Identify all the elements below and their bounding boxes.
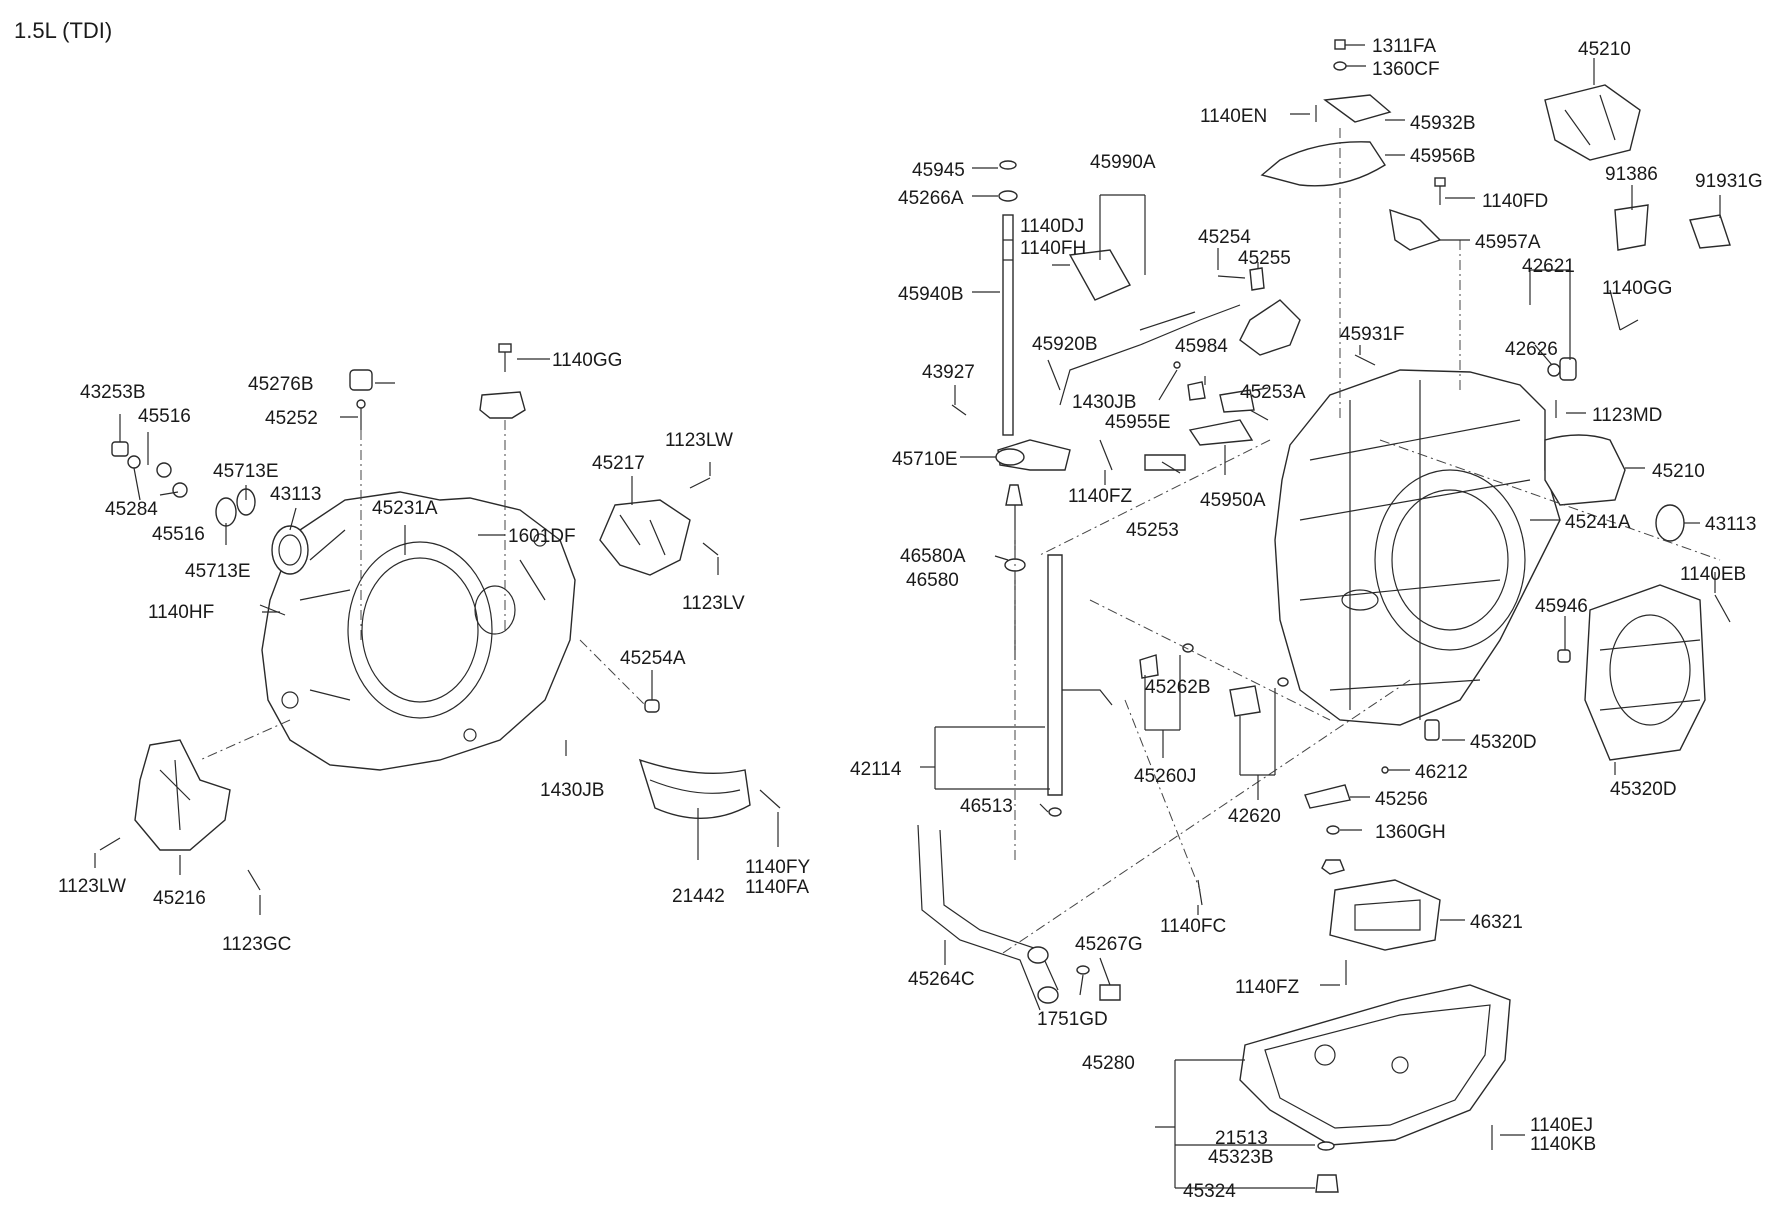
part-label: 45231A xyxy=(372,498,438,519)
part-label: 45984 xyxy=(1175,336,1228,357)
part-label: 21513 xyxy=(1215,1128,1268,1149)
part-label: 1123LW xyxy=(58,876,126,897)
part-label: 1140EB xyxy=(1680,564,1746,585)
part-label: 43113 xyxy=(1705,514,1756,535)
part-label: 43927 xyxy=(922,362,975,383)
part-label: 45940B xyxy=(898,284,964,305)
part-label: 42114 xyxy=(850,759,902,780)
part-label: 1123LV xyxy=(682,593,745,614)
part-label: 1140EJ xyxy=(1530,1115,1593,1136)
part-label: 1360CF xyxy=(1372,59,1440,80)
part-label: 45713E xyxy=(213,461,279,482)
part-label: 45253A xyxy=(1240,382,1306,403)
part-label: 45324 xyxy=(1183,1181,1236,1202)
part-label: 1311FA xyxy=(1372,36,1436,57)
part-label: 45252 xyxy=(265,408,318,429)
part-label: 45264C xyxy=(908,969,975,990)
part-label: 1140FC xyxy=(1160,916,1226,937)
transaxle-case-45231A xyxy=(261,491,576,771)
left-assembly xyxy=(99,343,781,891)
part-label: 46212 xyxy=(1415,762,1468,783)
part-label: 42620 xyxy=(1228,806,1281,827)
part-label: 1140DJ xyxy=(1020,216,1084,237)
part-label: 45957A xyxy=(1475,232,1541,253)
part-label: 45267G xyxy=(1075,934,1143,955)
part-labels: 43253B 45516 45284 45516 45276B 45252 11… xyxy=(58,36,1763,1202)
part-label: 45956B xyxy=(1410,146,1476,167)
part-label: 42621 xyxy=(1522,256,1575,277)
part-label: 45950A xyxy=(1200,490,1266,511)
part-label: 45262B xyxy=(1145,677,1211,698)
part-label: 1123GC xyxy=(222,934,291,955)
part-label: 42626 xyxy=(1505,339,1558,360)
part-label: 45266A xyxy=(898,188,964,209)
part-label: 1360GH xyxy=(1375,822,1446,843)
part-label: 45254 xyxy=(1198,227,1251,248)
part-label: 45241A xyxy=(1565,512,1631,533)
part-label: 1140GG xyxy=(552,350,622,371)
part-label: 91931G xyxy=(1695,171,1763,192)
part-label: 1430JB xyxy=(1072,392,1136,413)
part-label: 45320D xyxy=(1610,779,1677,800)
part-label: 45320D xyxy=(1470,732,1537,753)
part-label: 1140FY xyxy=(745,857,810,878)
part-label: 45256 xyxy=(1375,789,1428,810)
part-label: 45946 xyxy=(1535,596,1588,617)
part-label: 1123MD xyxy=(1592,405,1662,426)
part-label: 45217 xyxy=(592,453,645,474)
part-label: 45216 xyxy=(153,888,206,909)
part-label: 45276B xyxy=(248,374,314,395)
part-label: 1140EN xyxy=(1200,106,1267,127)
part-label: 45990A xyxy=(1090,152,1156,173)
part-label: 46321 xyxy=(1470,912,1523,933)
part-label: 1140FD xyxy=(1482,191,1548,212)
part-label: 45210 xyxy=(1578,39,1631,60)
oil-filter-46321 xyxy=(1329,879,1441,951)
part-label: 45710E xyxy=(892,449,958,470)
part-label: 45516 xyxy=(152,524,205,545)
part-label: 1140FH xyxy=(1020,238,1086,259)
part-label: 1140HF xyxy=(148,602,214,623)
part-label: 45280 xyxy=(1082,1053,1135,1074)
part-label: 45516 xyxy=(138,406,191,427)
part-label: 43113 xyxy=(270,484,321,505)
side-cover-45320D xyxy=(1584,584,1706,761)
part-label: 45713E xyxy=(185,561,251,582)
part-label: 91386 xyxy=(1605,164,1658,185)
part-label: 1430JB xyxy=(540,780,604,801)
part-label: 45284 xyxy=(105,499,158,520)
part-label: 46513 xyxy=(960,796,1013,817)
part-label: 45210 xyxy=(1652,461,1705,482)
part-label: 1140GG xyxy=(1602,278,1672,299)
part-label: 45323B xyxy=(1208,1147,1274,1168)
part-label: 45255 xyxy=(1238,248,1291,269)
part-label: 1140FZ xyxy=(1235,977,1299,998)
part-label: 45932B xyxy=(1410,113,1476,134)
part-label: 45260J xyxy=(1134,766,1196,787)
part-label: 1140KB xyxy=(1530,1134,1596,1155)
part-label: 45253 xyxy=(1126,520,1179,541)
right-assembly xyxy=(917,39,1731,1193)
oil-pan-45280 xyxy=(1239,984,1511,1146)
part-label: 46580A xyxy=(900,546,966,567)
diagram-title: 1.5L (TDI) xyxy=(14,18,112,43)
part-label: 45955E xyxy=(1105,412,1171,433)
leader-lines xyxy=(94,44,1721,1189)
part-label: 45254A xyxy=(620,648,686,669)
part-label: 43253B xyxy=(80,382,146,403)
part-label: 46580 xyxy=(906,570,959,591)
part-label: 1140FZ xyxy=(1068,486,1132,507)
part-label: 45920B xyxy=(1032,334,1098,355)
part-label: 1751GD xyxy=(1037,1009,1108,1030)
part-label: 1601DF xyxy=(508,526,576,547)
part-label: 1123LW xyxy=(665,430,733,451)
transaxle-case-45241A xyxy=(1274,369,1561,726)
part-label: 21442 xyxy=(672,886,725,907)
part-label: 1140FA xyxy=(745,877,809,898)
part-label: 45931F xyxy=(1340,324,1404,345)
part-label: 45945 xyxy=(912,160,965,181)
